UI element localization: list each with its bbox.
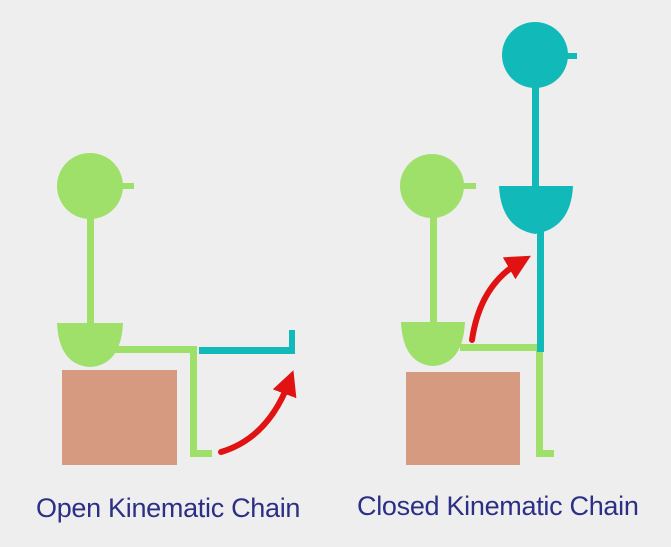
partner-leg — [537, 225, 544, 352]
closed-foot — [536, 450, 554, 457]
open-pelvis — [57, 323, 123, 367]
closed-shin — [536, 344, 543, 456]
closed-nose — [459, 183, 476, 189]
partner-pelvis — [499, 186, 573, 234]
open-chain-caption: Open Kinematic Chain — [36, 493, 301, 523]
closed-partner-figure — [499, 22, 577, 352]
closed-figure-body — [400, 154, 554, 457]
closed-torso-line — [430, 216, 437, 328]
open-head — [57, 153, 123, 219]
open-chain-figure — [57, 153, 297, 465]
closed-thigh — [460, 344, 542, 351]
open-torso-line — [87, 216, 94, 328]
closed-head — [400, 154, 464, 218]
closed-chain-caption: Closed Kinematic Chain — [357, 491, 639, 521]
closed-chain-figure — [400, 22, 577, 465]
open-thigh — [113, 346, 196, 353]
partner-head — [502, 22, 568, 88]
open-motion-arrow — [218, 370, 297, 455]
partner-torso-line — [532, 84, 539, 190]
partner-nose — [561, 53, 577, 59]
open-extended-leg — [199, 330, 295, 354]
open-seat-block — [62, 370, 177, 465]
open-extended-foot — [289, 330, 295, 354]
closed-motion-arrow — [469, 255, 531, 343]
open-knee-to-foot-shin — [190, 346, 197, 456]
closed-seat-block — [406, 372, 520, 465]
open-nose — [118, 183, 134, 189]
open-foot — [190, 450, 212, 457]
closed-pelvis — [401, 322, 465, 366]
open-figure-body — [57, 153, 212, 457]
open-extended-shin — [199, 347, 295, 354]
